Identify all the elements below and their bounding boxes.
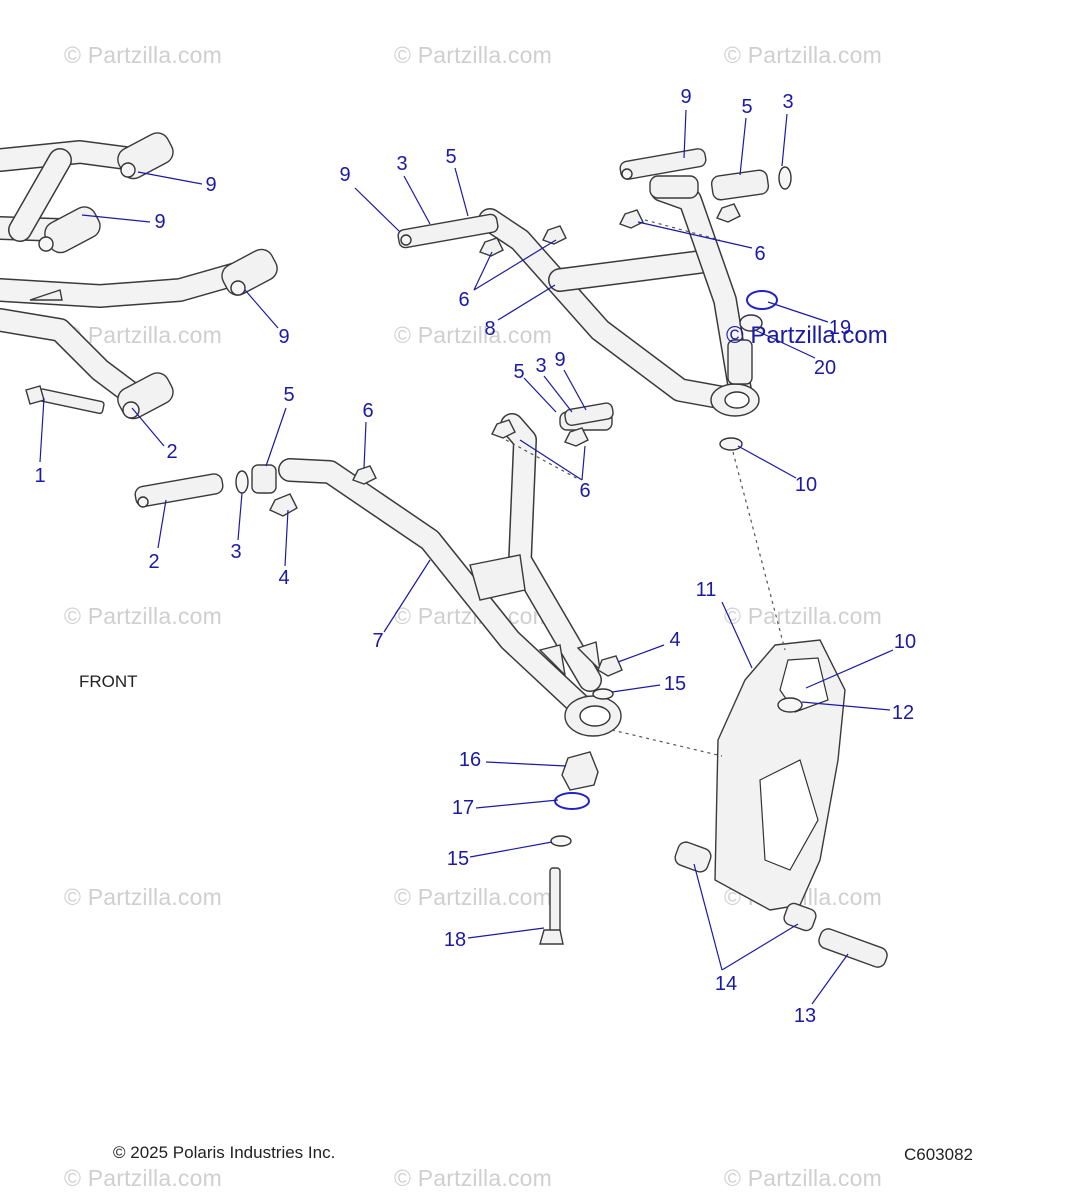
alignment-line <box>644 219 721 241</box>
frame-sleeve <box>38 206 101 254</box>
pivot-pin-part-2 <box>134 473 224 508</box>
nut-part-4 <box>597 655 623 677</box>
callout-1[interactable]: 1 <box>34 465 46 487</box>
nut-part-6 <box>352 465 377 485</box>
callout-9[interactable]: 9 <box>205 174 217 196</box>
bushing-part-5 <box>710 169 770 201</box>
retaining-ring-part-19 <box>746 290 778 310</box>
nut-part-6 <box>619 209 644 229</box>
alignment-line <box>732 451 786 651</box>
front-label: FRONT <box>79 672 138 691</box>
callout-17[interactable]: 17 <box>451 797 475 819</box>
frame-assembly <box>0 132 278 420</box>
brand-watermark: © Partzilla.com <box>726 322 888 349</box>
callout-2[interactable]: 2 <box>166 441 178 463</box>
callout-5[interactable]: 5 <box>445 146 457 168</box>
callout-19[interactable]: 19 <box>828 317 852 339</box>
callout-13[interactable]: 13 <box>793 1005 817 1027</box>
callout-2[interactable]: 2 <box>148 551 160 573</box>
upper-control-arm-part-8 <box>478 175 760 417</box>
callout-20[interactable]: 20 <box>813 357 837 379</box>
callout-9[interactable]: 9 <box>680 86 692 108</box>
callout-6[interactable]: 6 <box>754 243 766 265</box>
callout-11[interactable]: 11 <box>695 579 717 601</box>
nut-part-6 <box>716 203 741 223</box>
callout-6[interactable]: 6 <box>579 480 591 502</box>
bolt-part-18 <box>549 867 561 935</box>
copyright-notice: © 2025 Polaris Industries Inc. <box>113 1143 336 1162</box>
watermark: © Partzilla.com <box>64 884 222 910</box>
bolt-part-1 <box>25 385 105 415</box>
watermark: © Partzilla.com <box>724 1165 882 1191</box>
bushing-part-14 <box>674 841 712 873</box>
nut-part-4 <box>269 493 298 517</box>
pin-part-13 <box>818 928 888 968</box>
bolt-part-18 <box>539 929 564 945</box>
callout-9[interactable]: 9 <box>278 326 290 348</box>
drawing-number: C603082 <box>904 1145 974 1164</box>
snap-ring-part-17 <box>554 792 590 810</box>
frame-sleeve <box>117 372 174 420</box>
callout-9[interactable]: 9 <box>154 211 166 233</box>
alignment-line <box>505 439 581 481</box>
callout-6[interactable]: 6 <box>362 400 374 422</box>
callout-6[interactable]: 6 <box>458 289 470 311</box>
callout-3[interactable]: 3 <box>535 355 547 377</box>
ball-joint-part-16 <box>561 751 599 791</box>
callout-15[interactable]: 15 <box>446 848 470 870</box>
washer-part-15 <box>550 835 572 847</box>
watermark: © Partzilla.com <box>64 1165 222 1191</box>
callout-4[interactable]: 4 <box>278 567 290 589</box>
callout-10[interactable]: 10 <box>794 474 818 496</box>
callout-10[interactable]: 10 <box>893 631 917 653</box>
callout-3[interactable]: 3 <box>396 153 408 175</box>
watermark: © Partzilla.com <box>64 42 222 68</box>
washer-part-15 <box>592 688 614 700</box>
watermark: © Partzilla.com <box>394 42 552 68</box>
pivot-pin-part-9 <box>397 213 499 249</box>
watermark: © Partzilla.com <box>724 603 882 629</box>
watermark: © Partzilla.com <box>394 1165 552 1191</box>
watermark: © Partzilla.com <box>64 603 222 629</box>
callout-4[interactable]: 4 <box>669 629 681 651</box>
watermark: © Partzilla.com <box>394 322 552 348</box>
spindle-knuckle-part-11 <box>714 639 846 911</box>
washer-part-3 <box>235 470 249 494</box>
watermark: © Partzilla.com <box>394 884 552 910</box>
pivot-pin-part-9 <box>564 402 614 426</box>
bushing-part-14 <box>783 902 817 932</box>
lower-control-arm-part-7 <box>278 411 622 737</box>
callout-14[interactable]: 14 <box>714 973 738 995</box>
callout-8[interactable]: 8 <box>484 318 496 340</box>
callout-5[interactable]: 5 <box>283 384 295 406</box>
nut-part-6 <box>564 427 589 447</box>
frame-sleeve <box>221 248 278 296</box>
washer-part-10 <box>719 437 743 451</box>
callout-9[interactable]: 9 <box>339 164 351 186</box>
callout-5[interactable]: 5 <box>513 361 525 383</box>
watermark: © Partzilla.com <box>724 42 882 68</box>
callout-3[interactable]: 3 <box>782 91 794 113</box>
callout-7[interactable]: 7 <box>372 630 384 652</box>
nut-part-6 <box>491 419 516 439</box>
nut-part-6 <box>479 237 504 257</box>
callout-3[interactable]: 3 <box>230 541 242 563</box>
alignment-line <box>611 729 723 757</box>
bushing-part-5 <box>251 464 277 494</box>
callout-9[interactable]: 9 <box>554 349 566 371</box>
callout-16[interactable]: 16 <box>458 749 482 771</box>
washer-part-3 <box>778 166 792 190</box>
callout-12[interactable]: 12 <box>891 702 915 724</box>
leader-lines <box>39 109 894 1005</box>
nut-part-6 <box>542 225 567 245</box>
frame-sleeve <box>117 132 174 180</box>
callout-5[interactable]: 5 <box>741 96 753 118</box>
callout-18[interactable]: 18 <box>443 929 467 951</box>
ring-part-20 <box>739 314 763 332</box>
callout-15[interactable]: 15 <box>663 673 687 695</box>
